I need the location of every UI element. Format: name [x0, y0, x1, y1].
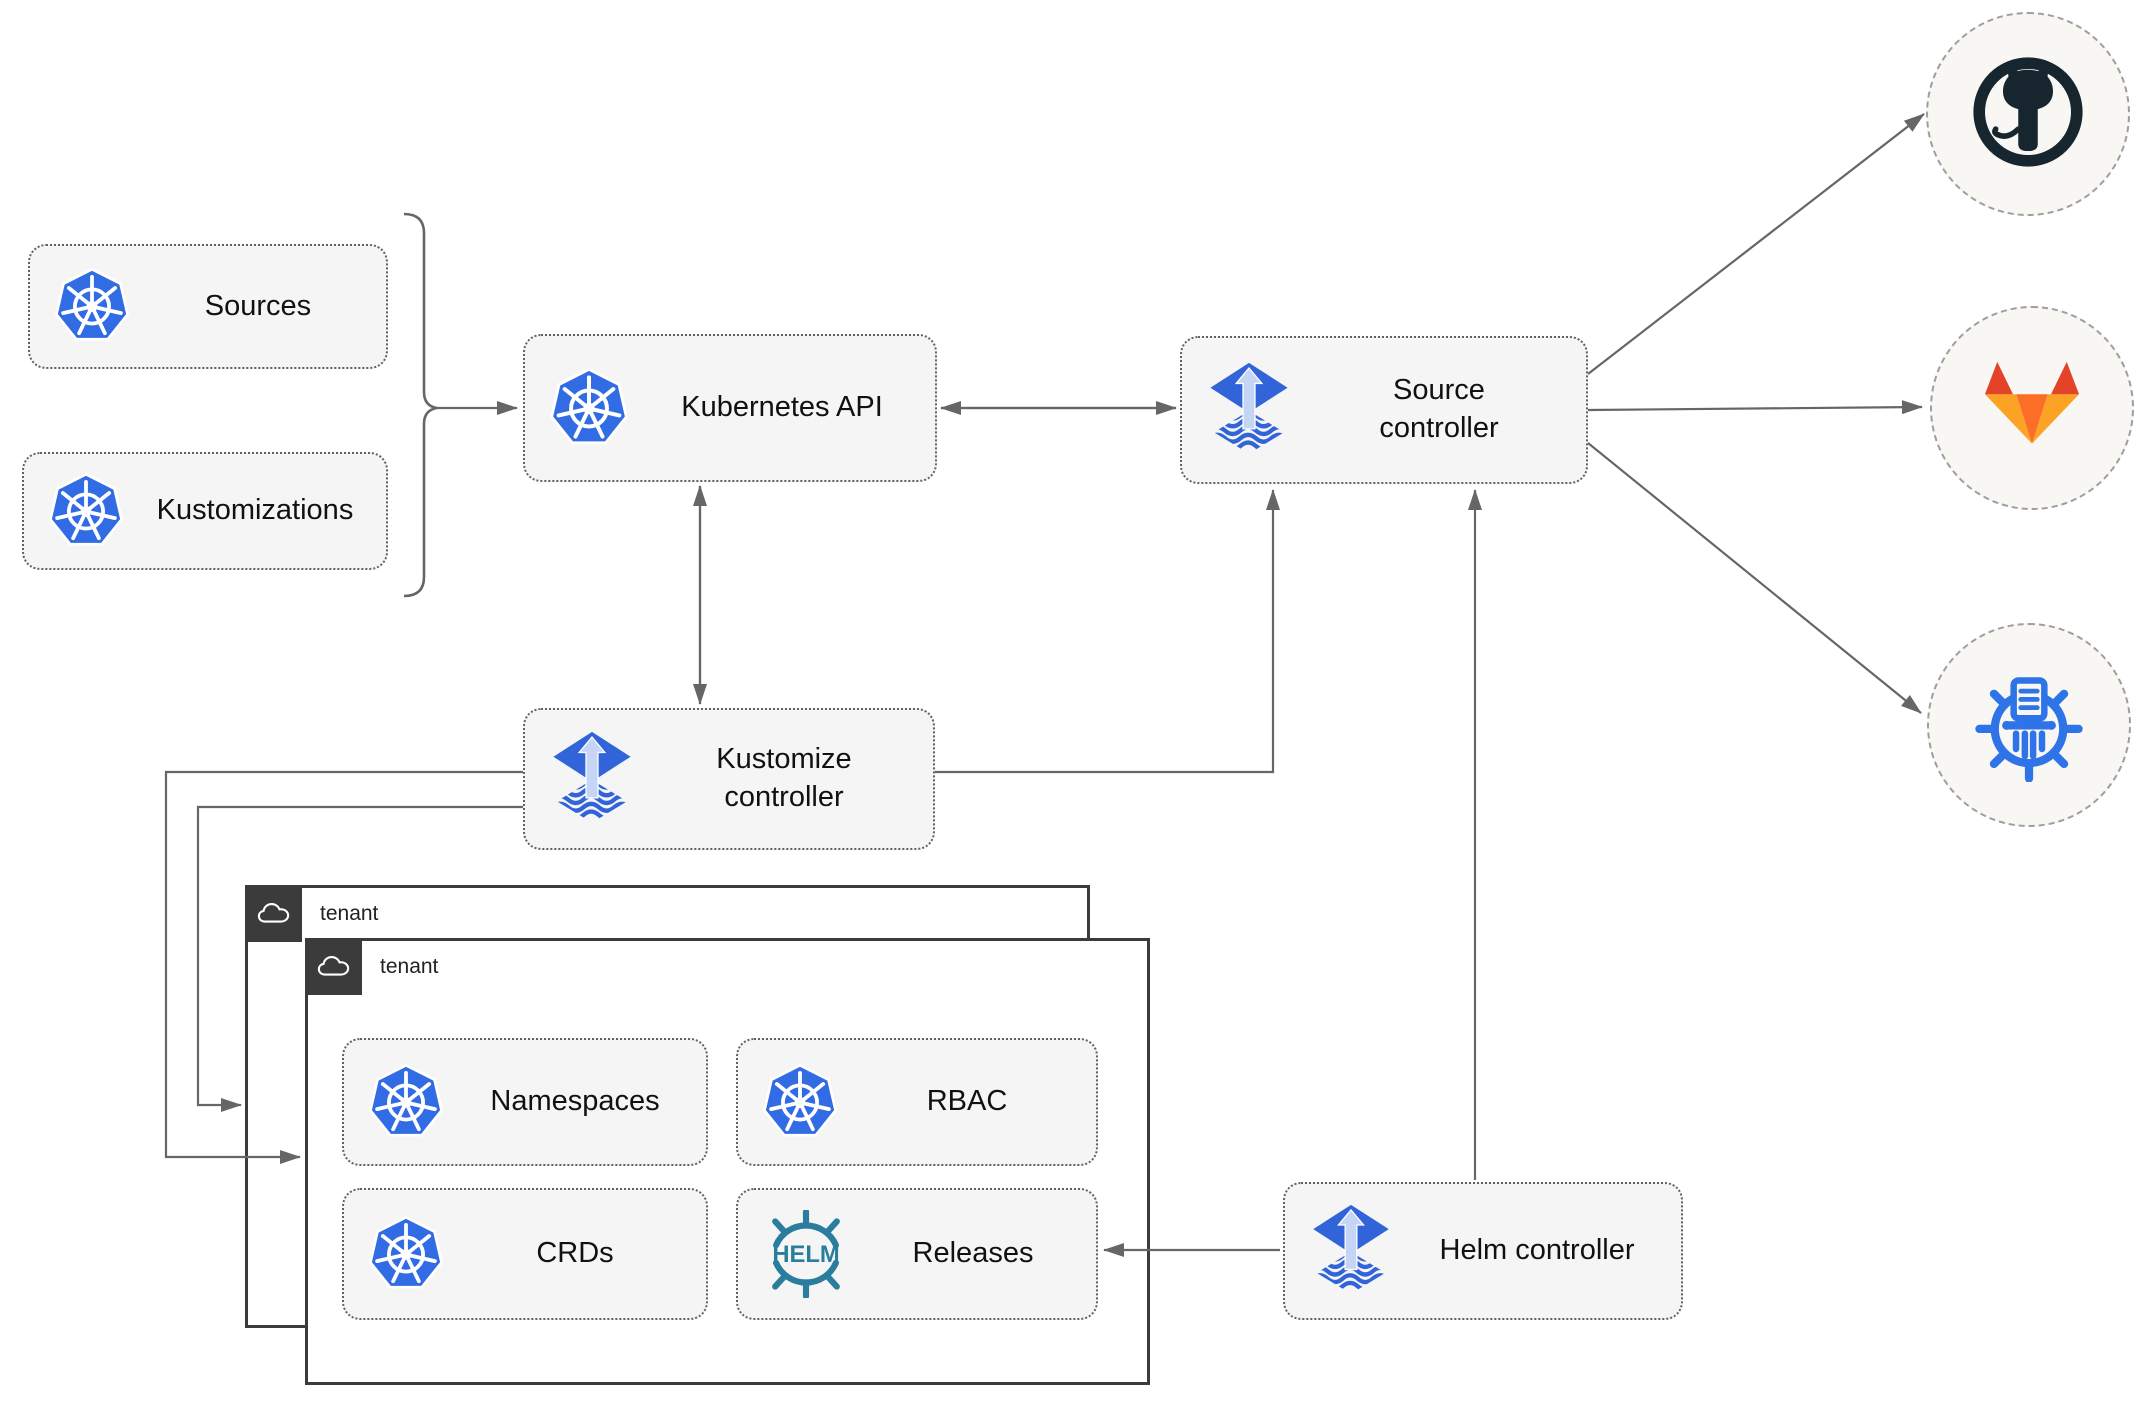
- arrow-kustomize-controller-to-source-controller: [935, 489, 1280, 774]
- node-github: [1926, 12, 2130, 216]
- kubernetes-icon: [368, 1215, 444, 1294]
- arrow-source-controller-to-github: [1587, 113, 1925, 375]
- node-kubernetes-api: Kubernetes API: [523, 334, 937, 482]
- cloud-icon: [317, 954, 351, 979]
- node-sources: Sources: [28, 244, 388, 369]
- node-label-sources: Sources: [204, 289, 312, 322]
- node-label-rbac: RBAC: [926, 1085, 1008, 1118]
- node-chart-repository: [1927, 623, 2131, 827]
- chart-repository-icon: [1970, 664, 2088, 787]
- node-helm-controller: Helm controller: [1283, 1182, 1683, 1320]
- helm-wheel-icon: HELM: [762, 1210, 850, 1298]
- tenant-header: [245, 885, 302, 942]
- github-octocat-icon: [1967, 51, 2089, 178]
- tenant-header: [305, 938, 362, 995]
- flux-icon: [1206, 362, 1292, 458]
- cloud-icon: [257, 901, 291, 926]
- flux-icon: [1309, 1204, 1393, 1298]
- node-gitlab: [1930, 306, 2134, 510]
- kubernetes-icon: [54, 267, 130, 346]
- node-crds: CRDs: [342, 1188, 708, 1320]
- grouping-brace: [403, 212, 438, 598]
- node-source-controller: Source controller: [1180, 336, 1588, 484]
- kubernetes-icon: [762, 1063, 838, 1142]
- tenant-label: tenant: [380, 954, 439, 978]
- node-label-releases: Releases: [912, 1237, 1034, 1270]
- arrow-source-controller-to-gitlab: [1587, 400, 1923, 415]
- node-kustomizations: Kustomizations: [22, 452, 388, 570]
- node-label-kubernetes-api: Kubernetes API: [681, 391, 883, 424]
- node-label-helm-controller: Helm controller: [1439, 1234, 1635, 1267]
- node-releases: HELM Releases: [736, 1188, 1098, 1320]
- helm-logo-text: HELM: [772, 1241, 839, 1268]
- node-namespaces: Namespaces: [342, 1038, 708, 1166]
- tenant-label: tenant: [320, 901, 379, 925]
- kubernetes-icon: [48, 472, 124, 551]
- node-label-kustomizations: Kustomizations: [156, 494, 354, 527]
- node-kustomize-controller: Kustomize controller: [523, 708, 935, 850]
- arrow-source-controller-to-chart-repository: [1587, 442, 1922, 714]
- node-label-kustomize-controller: Kustomize controller: [716, 743, 852, 813]
- node-label-source-controller: Source controller: [1379, 374, 1499, 444]
- node-label-namespaces: Namespaces: [490, 1085, 660, 1118]
- kubernetes-icon: [549, 367, 629, 450]
- gitlab-tanuki-icon: [1976, 356, 2088, 460]
- node-rbac: RBAC: [736, 1038, 1098, 1166]
- kubernetes-icon: [368, 1063, 444, 1142]
- node-label-crds: CRDs: [536, 1237, 614, 1270]
- flux-icon: [549, 731, 635, 827]
